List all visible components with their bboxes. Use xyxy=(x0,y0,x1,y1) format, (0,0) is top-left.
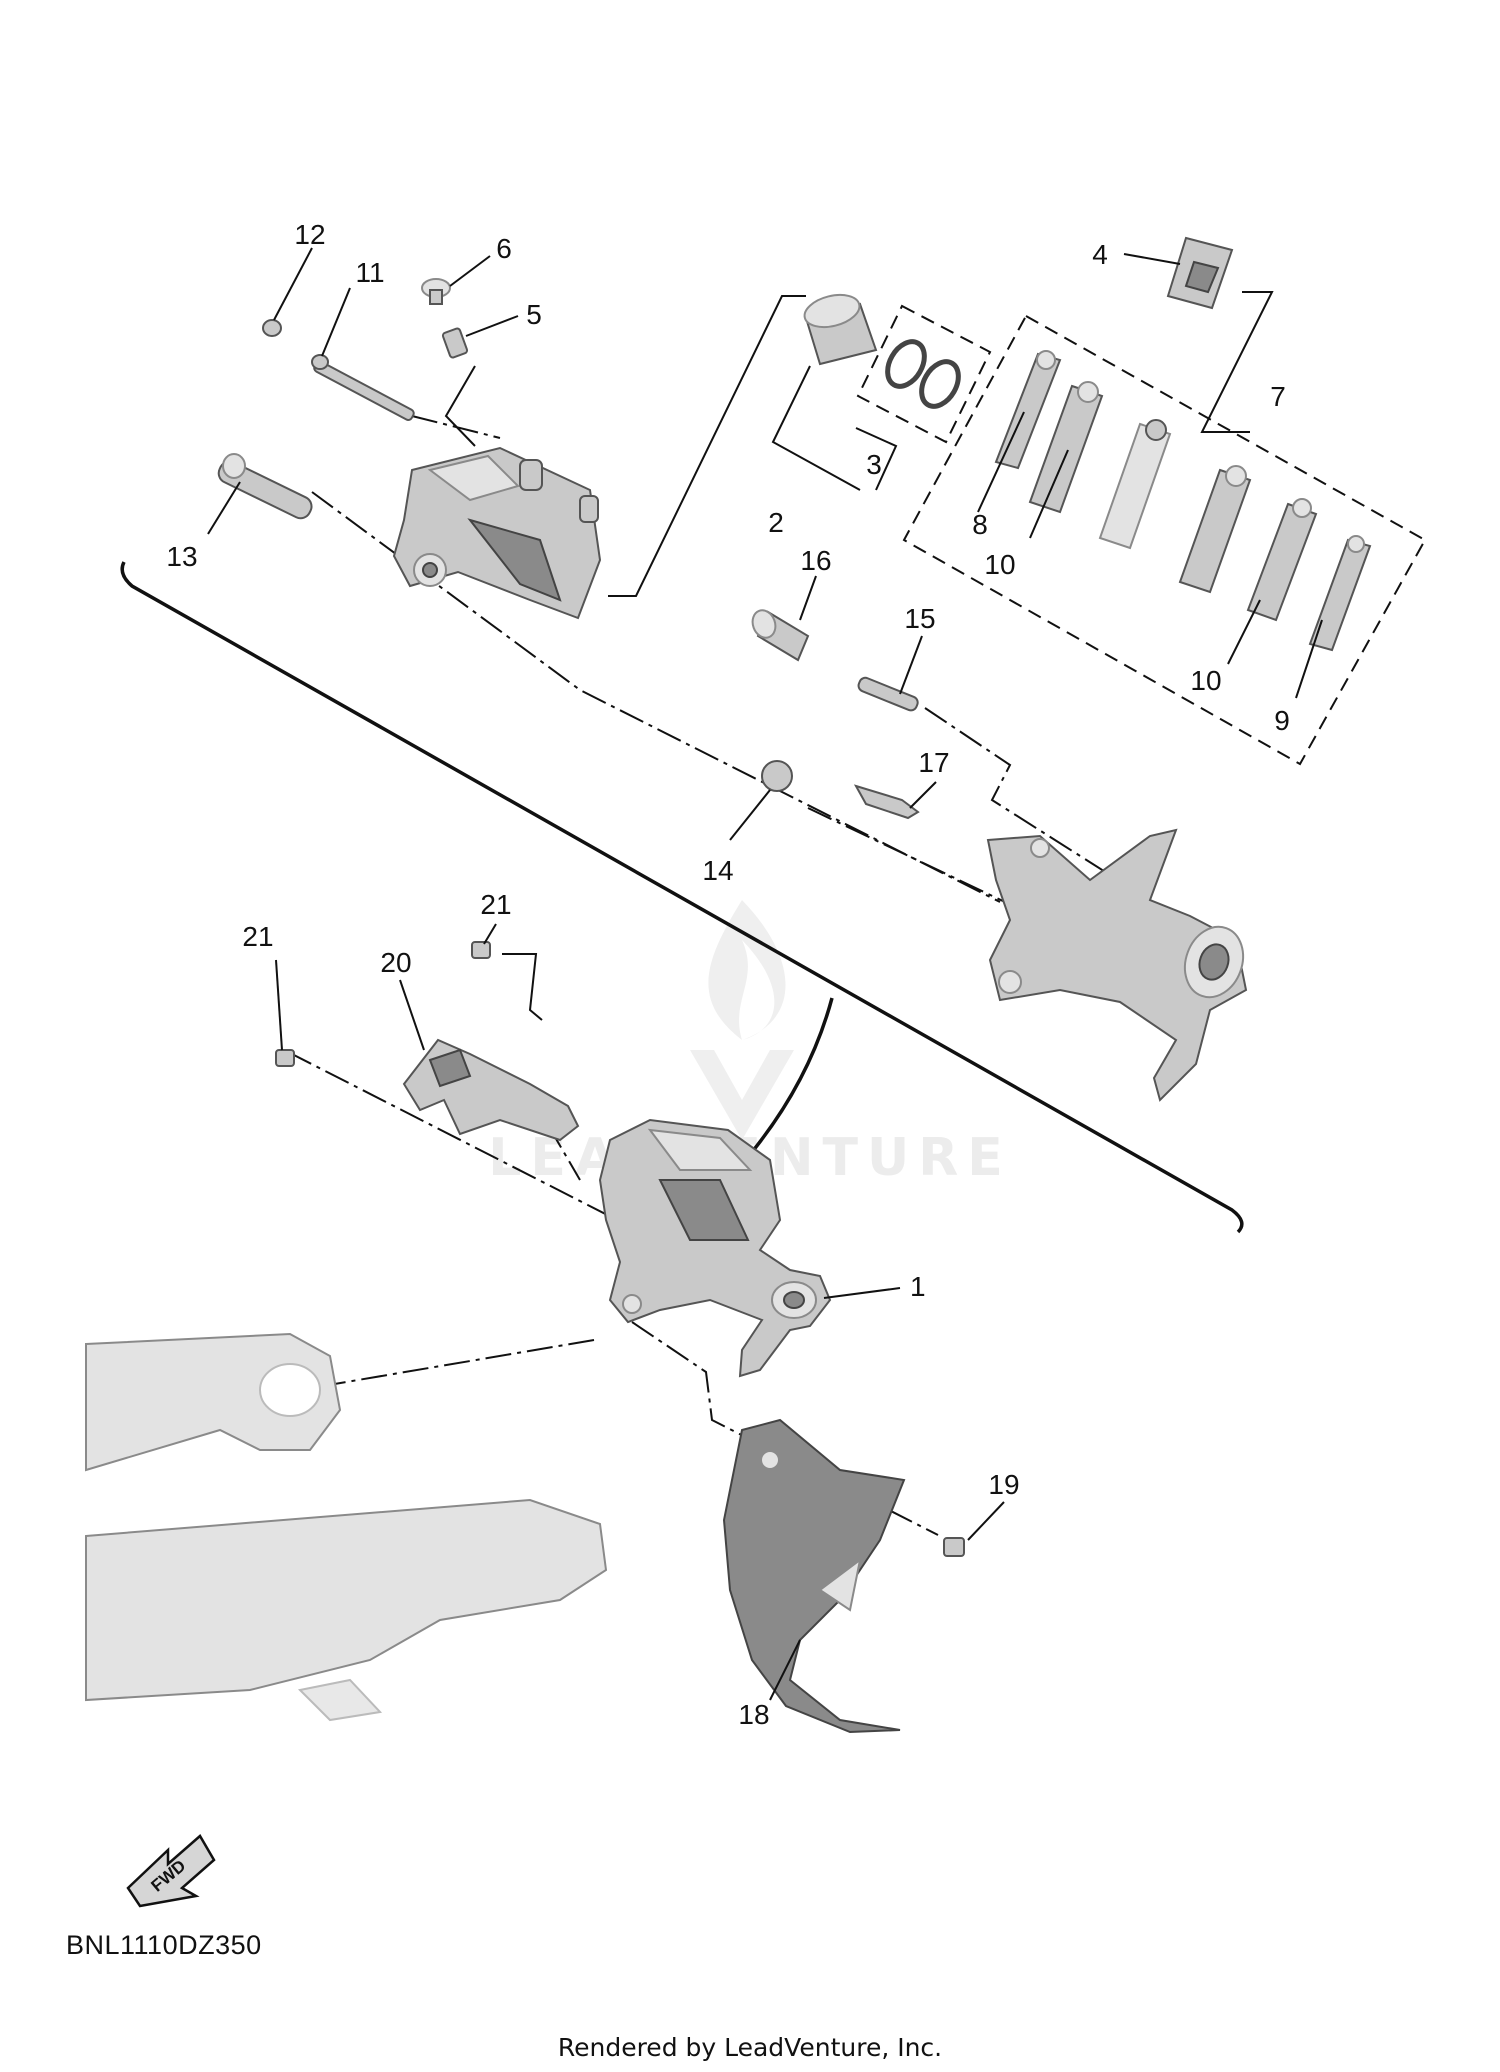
drawing-code: BNL1110DZ350 xyxy=(66,1930,262,1960)
part-caliper-body xyxy=(392,446,602,620)
callout-12: 12 xyxy=(294,219,325,250)
callout-2: 2 xyxy=(768,507,784,538)
part-19-bolt xyxy=(943,1537,965,1557)
callout-11: 11 xyxy=(355,257,384,288)
callout-17: 17 xyxy=(918,747,949,778)
footer-credit: Rendered by LeadVenture, Inc. xyxy=(558,2033,942,2062)
callout-18: 18 xyxy=(738,1699,769,1730)
part-6-bleeder-cap xyxy=(421,278,451,305)
callout-21-a: 21 xyxy=(242,921,273,952)
callout-1: 1 xyxy=(910,1271,926,1302)
pad-kit-box xyxy=(902,314,1427,766)
alignment-lines xyxy=(239,415,1119,1536)
assembly-link-line xyxy=(750,997,834,1154)
part-swingarm xyxy=(85,1332,608,1722)
part-2-piston xyxy=(803,293,878,366)
part-brake-pad-backing-b xyxy=(1178,465,1252,594)
bracket-2 xyxy=(771,365,861,491)
part-13-pin xyxy=(217,453,313,520)
callout-20: 20 xyxy=(380,947,411,978)
part-9-shim xyxy=(1308,535,1372,652)
callout-4: 4 xyxy=(1092,239,1108,270)
part-12-nut xyxy=(262,319,282,337)
assembly-divider-line xyxy=(120,561,1244,1234)
watermark-chevron-icon xyxy=(690,1050,794,1140)
part-21-bolt-b xyxy=(471,941,491,959)
callout-14: 14 xyxy=(702,855,733,886)
part-20-guard-bracket xyxy=(402,1038,580,1142)
callout-3: 3 xyxy=(866,449,882,480)
bracket-3 xyxy=(855,427,898,491)
part-16-sleeve xyxy=(751,609,810,662)
leader-lines xyxy=(207,247,1323,1701)
part-3-seals xyxy=(885,339,961,409)
seal-kit-box xyxy=(856,304,992,444)
callout-10-b: 10 xyxy=(1190,665,1221,696)
watermark-flame-icon xyxy=(708,900,786,1040)
callout-19: 19 xyxy=(988,1469,1019,1500)
part-11-bolt xyxy=(311,354,415,421)
bracket-bleeder xyxy=(444,365,476,447)
callout-21-b: 21 xyxy=(480,889,511,920)
part-4-pad-spring xyxy=(1166,236,1234,310)
callout-10-a: 10 xyxy=(984,549,1015,580)
part-21-bolt-a xyxy=(275,1049,295,1067)
callout-8: 8 xyxy=(972,509,988,540)
callout-15: 15 xyxy=(904,603,935,634)
callout-5: 5 xyxy=(526,299,542,330)
part-5-bleeder-screw xyxy=(441,327,469,359)
bracket-4-7 xyxy=(1200,291,1274,433)
part-caliper-bracket xyxy=(986,828,1248,1102)
part-10-brake-pad-b xyxy=(1246,498,1318,622)
callout-13: 13 xyxy=(166,541,197,572)
part-10-brake-pad-a xyxy=(1028,381,1104,514)
part-brake-pad-backing-a xyxy=(1098,419,1172,550)
callout-7: 7 xyxy=(1270,381,1286,412)
bracket-bolt-21 xyxy=(502,953,543,1021)
fwd-arrow-icon xyxy=(126,1834,216,1908)
callout-labels: 1 2 3 4 5 6 7 8 9 10 10 11 12 13 14 15 1… xyxy=(166,219,1289,1730)
part-18-disc-guard xyxy=(722,1418,906,1734)
part-15-pin xyxy=(857,676,919,712)
callout-16: 16 xyxy=(800,545,831,576)
callout-6: 6 xyxy=(496,233,512,264)
part-14-boot xyxy=(761,760,793,792)
part-1-brake-caliper-assembly xyxy=(598,1118,832,1378)
fwd-arrow: FWD xyxy=(126,1834,216,1908)
bracket-caliper-piston xyxy=(608,295,806,597)
callout-9: 9 xyxy=(1274,705,1290,736)
part-17-clip xyxy=(853,784,920,820)
